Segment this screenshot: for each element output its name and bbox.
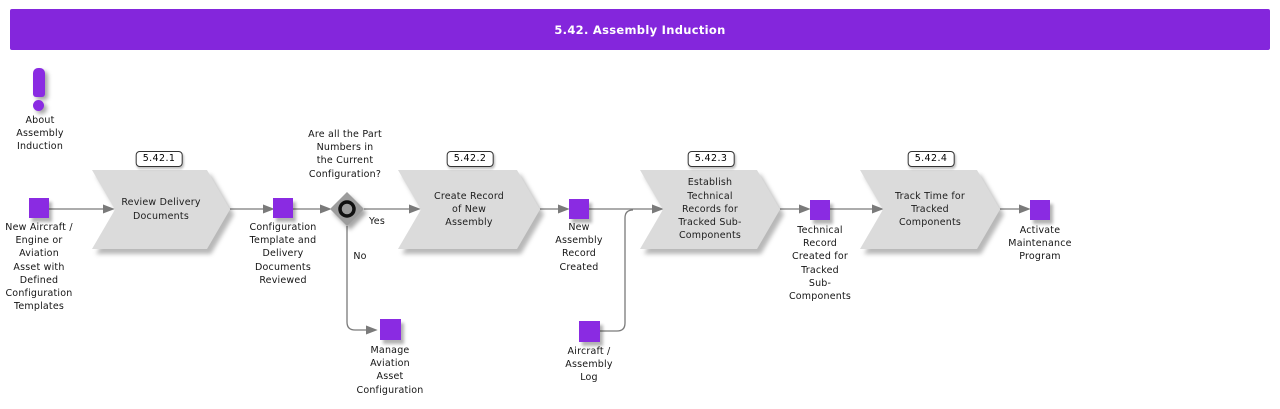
decision-no-label: No	[353, 251, 367, 262]
title-bar: 5.42. Assembly Induction	[10, 9, 1270, 50]
aircraft-log-label: Aircraft / Assembly Log	[565, 346, 613, 384]
start-event-label: New Aircraft / Engine or Aviation Asset …	[5, 222, 73, 313]
about-label: About Assembly Induction	[16, 115, 64, 153]
page-title: 5.42. Assembly Induction	[554, 22, 726, 37]
decision-question-label: Are all the Part Numbers in the Current …	[308, 129, 382, 180]
step1-label[interactable]: Review Delivery Documents	[121, 197, 201, 222]
step2-chevron[interactable]	[398, 170, 540, 249]
step2-badge[interactable]: 5.42.2	[446, 151, 494, 167]
assembly-created-label: New Assembly Record Created	[555, 222, 603, 273]
decision-gateway[interactable]	[330, 192, 364, 226]
manage-config-label: Manage Aviation Asset Configuration	[356, 345, 424, 396]
connector-decision-no-to-manage	[346, 226, 378, 335]
step4-label[interactable]: Track Time for Tracked Components	[894, 190, 965, 229]
manage-config-node[interactable]	[380, 319, 401, 340]
exclamation-stem	[33, 68, 45, 97]
activate-node[interactable]	[1030, 200, 1050, 220]
step1-chevron[interactable]	[92, 170, 230, 249]
exclamation-dot	[33, 100, 44, 111]
assembly-created-node[interactable]	[569, 199, 589, 219]
tech-record-node[interactable]	[810, 200, 830, 220]
config-reviewed-label: Configuration Template and Delivery Docu…	[249, 222, 317, 286]
step3-chevron[interactable]	[640, 170, 780, 249]
tech-record-label: Technical Record Created for Tracked Sub…	[788, 225, 852, 303]
connector-aircraft-log-join	[600, 209, 634, 332]
step3-badge[interactable]: 5.42.3	[687, 151, 735, 167]
decision-yes-label: Yes	[369, 216, 385, 227]
activate-label: Activate Maintenance Program	[1008, 225, 1072, 263]
step4-badge[interactable]: 5.42.4	[907, 151, 955, 167]
step2-label[interactable]: Create Record of New Assembly	[433, 190, 504, 229]
aircraft-log-node[interactable]	[579, 321, 600, 342]
step1-badge[interactable]: 5.42.1	[135, 151, 183, 167]
config-reviewed-node[interactable]	[273, 198, 293, 218]
step3-label[interactable]: Establish Technical Records for Tracked …	[678, 177, 742, 242]
start-event-node[interactable]	[29, 198, 49, 218]
step4-chevron[interactable]	[860, 170, 1000, 249]
gateway-circle-icon	[338, 200, 356, 218]
